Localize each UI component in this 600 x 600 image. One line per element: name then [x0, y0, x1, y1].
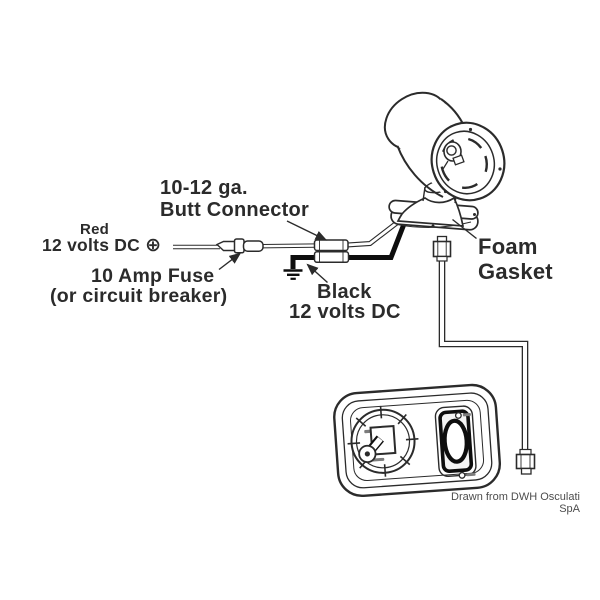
label-foam-gasket-line2: Gasket [478, 259, 553, 284]
connector-plug-bottom [515, 448, 536, 475]
joystick-knob [358, 435, 384, 464]
label-fuse-line2: (or circuit breaker) [50, 285, 228, 307]
dial-tick-marks [347, 405, 419, 477]
switch-button [442, 418, 469, 464]
panel-inner-outline [341, 392, 493, 489]
label-butt-connector-line1: 10-12 ga. [160, 177, 248, 199]
label-red-wire-text: 12 volts DC [42, 235, 141, 255]
label-butt-connector: 10-12 ga. Butt Connector [160, 177, 309, 221]
leader-fuse [218, 252, 242, 271]
label-butt-connector-line2: Butt Connector [160, 199, 310, 221]
fuse-holder [215, 238, 264, 254]
label-red-wire-line1: Red [80, 221, 110, 238]
leader-butt-connector [286, 220, 328, 241]
joystick-dial [347, 405, 419, 477]
spotlight-illustration [383, 91, 506, 231]
power-switch [434, 405, 477, 479]
switch-marker-top [454, 412, 471, 419]
label-red-wire-line2: 12 volts DC ⊕ [42, 234, 162, 257]
butt-connector-upper [313, 239, 349, 252]
ground-symbol [283, 269, 303, 280]
switch-marker-bottom [458, 471, 476, 479]
leader-foam-gasket [452, 218, 477, 240]
spotlight-lens [430, 121, 506, 202]
label-black-wire-line2: 12 volts DC [289, 301, 401, 323]
label-fuse-line1: 10 Amp Fuse [91, 265, 215, 287]
control-panel-illustration [333, 383, 502, 498]
connector-plug-top [432, 235, 452, 262]
spotlight-pedestal [396, 196, 465, 227]
label-foam-gasket: Foam Gasket [478, 234, 553, 284]
label-foam-gasket-line1: Foam [478, 234, 538, 259]
black-wire [290, 214, 410, 269]
butt-connector-lower [313, 251, 350, 264]
label-black-wire-line1: Black [317, 281, 372, 303]
positive-terminal-icon: ⊕ [145, 234, 162, 257]
credit-text: Drawn from DWH Osculati SpA [451, 491, 580, 515]
leader-black-wire [306, 263, 328, 284]
remote-cable [438, 260, 529, 452]
leader-lines [218, 218, 477, 284]
